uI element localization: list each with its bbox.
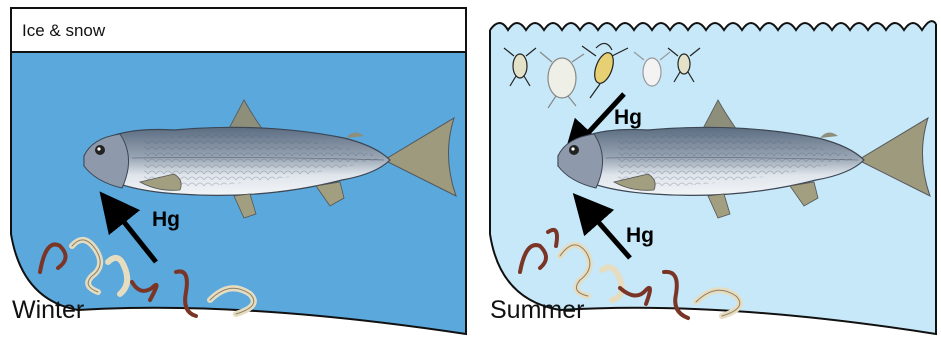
summer-panel: Hg Hg Summer <box>490 21 936 334</box>
winter-flux-label: Hg <box>152 208 180 231</box>
winter-panel: Ice & snow Hg Winter <box>11 8 466 334</box>
benthic-flux-label: Hg <box>626 224 654 247</box>
zooplankton-flux-label: Hg <box>614 106 642 129</box>
winter-label: Winter <box>12 296 84 324</box>
summer-label: Summer <box>490 296 584 324</box>
ice-label: Ice & snow <box>22 21 106 40</box>
